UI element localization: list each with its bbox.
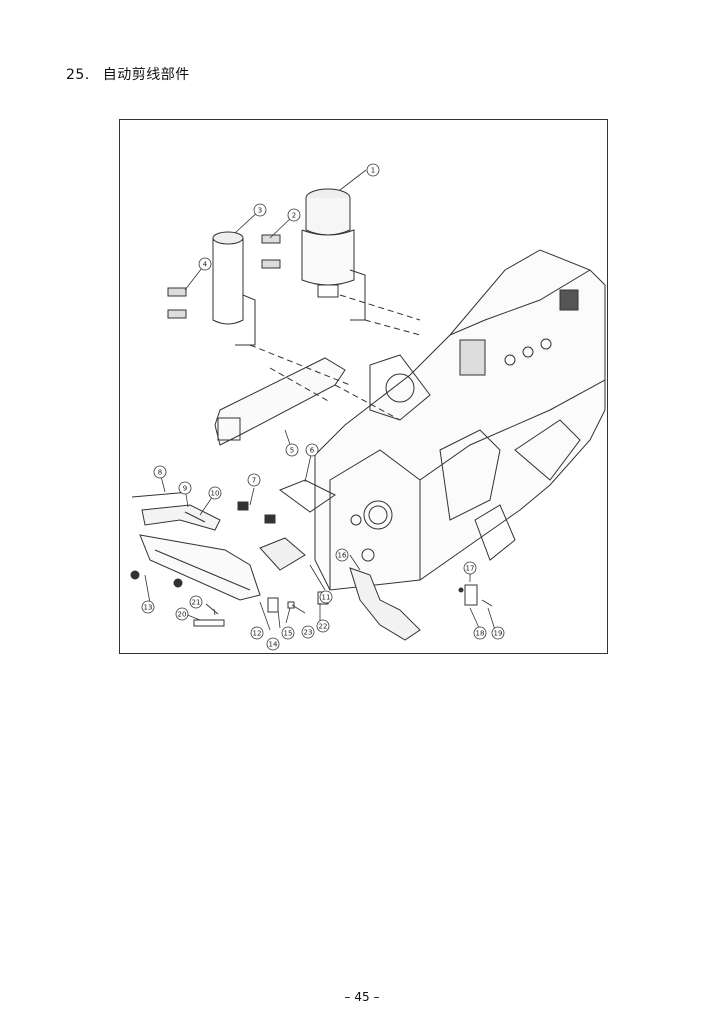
callout-21: 21 bbox=[189, 595, 203, 609]
svg-text:21: 21 bbox=[192, 599, 201, 607]
callout-6: 6 bbox=[305, 443, 319, 457]
svg-text:17: 17 bbox=[466, 565, 475, 573]
callout-15: 15 bbox=[281, 626, 295, 640]
callout-12: 12 bbox=[250, 626, 264, 640]
diagram-drawing: 1 2 3 4 5 6 7 8 9 10 11 12 13 14 15 16 1… bbox=[130, 163, 606, 651]
exploded-parts-diagram: 1 2 3 4 5 6 7 8 9 10 11 12 13 14 15 16 1… bbox=[119, 119, 608, 654]
svg-text:10: 10 bbox=[211, 490, 220, 498]
svg-text:4: 4 bbox=[203, 261, 208, 269]
callout-20: 20 bbox=[175, 607, 189, 621]
callout-17: 17 bbox=[463, 561, 477, 575]
svg-text:9: 9 bbox=[183, 485, 187, 493]
svg-text:3: 3 bbox=[258, 207, 262, 215]
callout-18: 18 bbox=[473, 626, 487, 640]
callout-23: 23 bbox=[301, 625, 315, 639]
svg-text:22: 22 bbox=[319, 623, 328, 631]
svg-text:6: 6 bbox=[310, 447, 315, 455]
svg-text:1: 1 bbox=[371, 167, 375, 175]
svg-text:18: 18 bbox=[476, 630, 485, 638]
callout-22: 22 bbox=[316, 619, 330, 633]
section-number: 25. bbox=[66, 67, 90, 83]
callout-14: 14 bbox=[266, 637, 280, 651]
page-number: – 45 – bbox=[344, 990, 380, 1004]
callout-4: 4 bbox=[198, 257, 212, 271]
svg-text:20: 20 bbox=[178, 611, 187, 619]
svg-text:5: 5 bbox=[290, 447, 294, 455]
svg-text:19: 19 bbox=[494, 630, 503, 638]
svg-text:16: 16 bbox=[338, 552, 347, 560]
svg-text:11: 11 bbox=[322, 594, 331, 602]
callout-group: 1 2 3 4 5 6 7 8 9 10 11 12 13 14 15 16 1… bbox=[141, 163, 505, 651]
svg-text:23: 23 bbox=[304, 629, 313, 637]
svg-text:14: 14 bbox=[269, 641, 278, 649]
svg-text:12: 12 bbox=[253, 630, 262, 638]
callout-19: 19 bbox=[491, 626, 505, 640]
callout-3: 3 bbox=[253, 203, 267, 217]
svg-text:15: 15 bbox=[284, 630, 293, 638]
svg-text:8: 8 bbox=[158, 469, 162, 477]
svg-text:13: 13 bbox=[144, 604, 153, 612]
section-title: 自动剪线部件 bbox=[102, 67, 190, 83]
svg-text:2: 2 bbox=[292, 212, 296, 220]
callout-10: 10 bbox=[208, 486, 222, 500]
section-heading: 25. 自动剪线部件 bbox=[66, 64, 190, 84]
callout-13: 13 bbox=[141, 600, 155, 614]
callout-9: 9 bbox=[178, 481, 192, 495]
callout-11: 11 bbox=[319, 590, 333, 604]
callout-8: 8 bbox=[153, 465, 167, 479]
callout-2: 2 bbox=[287, 208, 301, 222]
svg-text:7: 7 bbox=[252, 477, 256, 485]
callout-5: 5 bbox=[285, 443, 299, 457]
callout-7: 7 bbox=[247, 473, 261, 487]
callout-1: 1 bbox=[366, 163, 380, 177]
callout-16: 16 bbox=[335, 548, 349, 562]
